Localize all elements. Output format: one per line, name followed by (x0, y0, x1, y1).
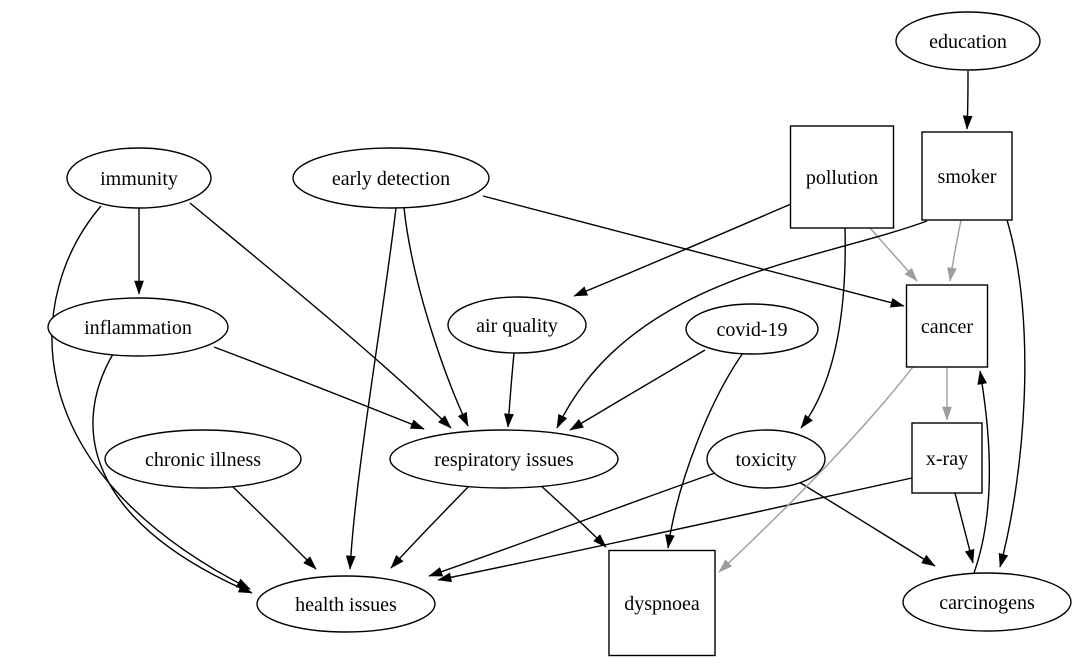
node-pollution: pollution (789, 125, 895, 229)
node-air-quality: air quality (447, 296, 587, 354)
node-smoker: smoker (921, 131, 1013, 221)
edge-cancer-to-dyspnoea (718, 366, 914, 573)
node-label-carcinogens: carcinogens (939, 592, 1035, 614)
carcinogens-ellipse-shape (902, 572, 1072, 632)
respiratory-issues-ellipse-shape (389, 429, 619, 489)
node-covid-19: covid-19 (685, 303, 819, 355)
inflammation-ellipse-shape (47, 297, 229, 357)
edge-immunity-to-respiratory-issues (189, 202, 452, 429)
node-dyspnoea: dyspnoea (608, 549, 716, 657)
edge-education-to-smoker (962, 70, 973, 130)
edge-pollution-to-toxicity (800, 227, 846, 429)
smoker-box-shape (921, 131, 1013, 221)
node-label-chronic-illness: chronic illness (145, 449, 261, 471)
node-respiratory-issues: respiratory issues (389, 429, 619, 489)
node-early-detection: early detection (292, 147, 490, 209)
edge-air-quality-to-respiratory-issues (504, 352, 515, 428)
node-carcinogens: carcinogens (902, 572, 1072, 632)
edge-toxicity-to-carcinogens (798, 481, 936, 567)
edge-inflammation-to-health-issues (92, 353, 253, 594)
pollution-box-shape (789, 125, 895, 229)
node-education: education (895, 11, 1041, 71)
node-label-health-issues: health issues (295, 594, 397, 616)
edge-layer (51, 70, 1026, 594)
toxicity-ellipse-shape (706, 429, 826, 489)
health-issues-ellipse-shape (256, 575, 436, 633)
node-inflammation: inflammation (47, 297, 229, 357)
edge-carcinogens-to-cancer (973, 370, 991, 574)
edge-pollution-to-air-quality (573, 203, 792, 297)
x-ray-box-shape (911, 422, 983, 494)
node-label-x-ray: x-ray (926, 448, 968, 470)
node-label-dyspnoea: dyspnoea (624, 593, 700, 615)
cancer-box-shape (905, 284, 989, 368)
node-label-covid-19: covid-19 (716, 319, 787, 341)
edge-smoker-to-carcinogens (998, 219, 1026, 568)
node-toxicity: toxicity (706, 429, 826, 489)
edge-pollution-to-cancer (869, 227, 918, 282)
edge-toxicity-to-health-issues (428, 472, 716, 577)
edge-x-ray-to-health-issues (437, 477, 913, 583)
edge-covid-19-to-dyspnoea (665, 352, 744, 549)
early-detection-ellipse-shape (292, 147, 490, 209)
edge-early-detection-to-health-issues (345, 207, 397, 570)
air-quality-ellipse-shape (447, 296, 587, 354)
node-label-immunity: immunity (100, 168, 178, 190)
node-chronic-illness: chronic illness (104, 429, 302, 489)
node-immunity: immunity (66, 147, 212, 209)
dyspnoea-box-shape (608, 549, 716, 657)
edge-smoker-to-cancer (947, 219, 962, 282)
node-label-respiratory-issues: respiratory issues (434, 449, 574, 471)
edge-respiratory-issues-to-health-issues (390, 485, 470, 569)
edge-respiratory-issues-to-dyspnoea (538, 483, 607, 548)
node-label-air-quality: air quality (476, 315, 558, 337)
edge-early-detection-to-respiratory-issues (403, 207, 469, 427)
immunity-ellipse-shape (66, 147, 212, 209)
edge-smoker-to-respiratory-issues (556, 220, 928, 429)
node-label-education: education (929, 31, 1007, 53)
node-label-pollution: pollution (806, 167, 878, 189)
edge-inflammation-to-respiratory-issues (213, 346, 425, 430)
node-label-early-detection: early detection (332, 168, 450, 190)
edge-x-ray-to-carcinogens (954, 492, 975, 564)
node-cancer: cancer (905, 284, 989, 368)
node-label-toxicity: toxicity (735, 449, 796, 471)
edge-covid-19-to-respiratory-issues (569, 349, 706, 431)
node-x-ray: x-ray (911, 422, 983, 494)
edge-early-detection-to-cancer (482, 195, 905, 308)
node-label-smoker: smoker (938, 166, 997, 188)
node-layer: education pollution smoker immunity early de… (47, 11, 1072, 657)
edge-immunity-to-health-issues (51, 205, 251, 590)
covid-19-ellipse-shape (685, 303, 819, 355)
node-label-cancer: cancer (921, 316, 974, 338)
chronic-illness-ellipse-shape (104, 429, 302, 489)
node-health-issues: health issues (256, 575, 436, 633)
education-ellipse-shape (895, 11, 1041, 71)
edge-chronic-illness-to-health-issues (232, 486, 317, 570)
node-label-inflammation: inflammation (84, 317, 192, 339)
